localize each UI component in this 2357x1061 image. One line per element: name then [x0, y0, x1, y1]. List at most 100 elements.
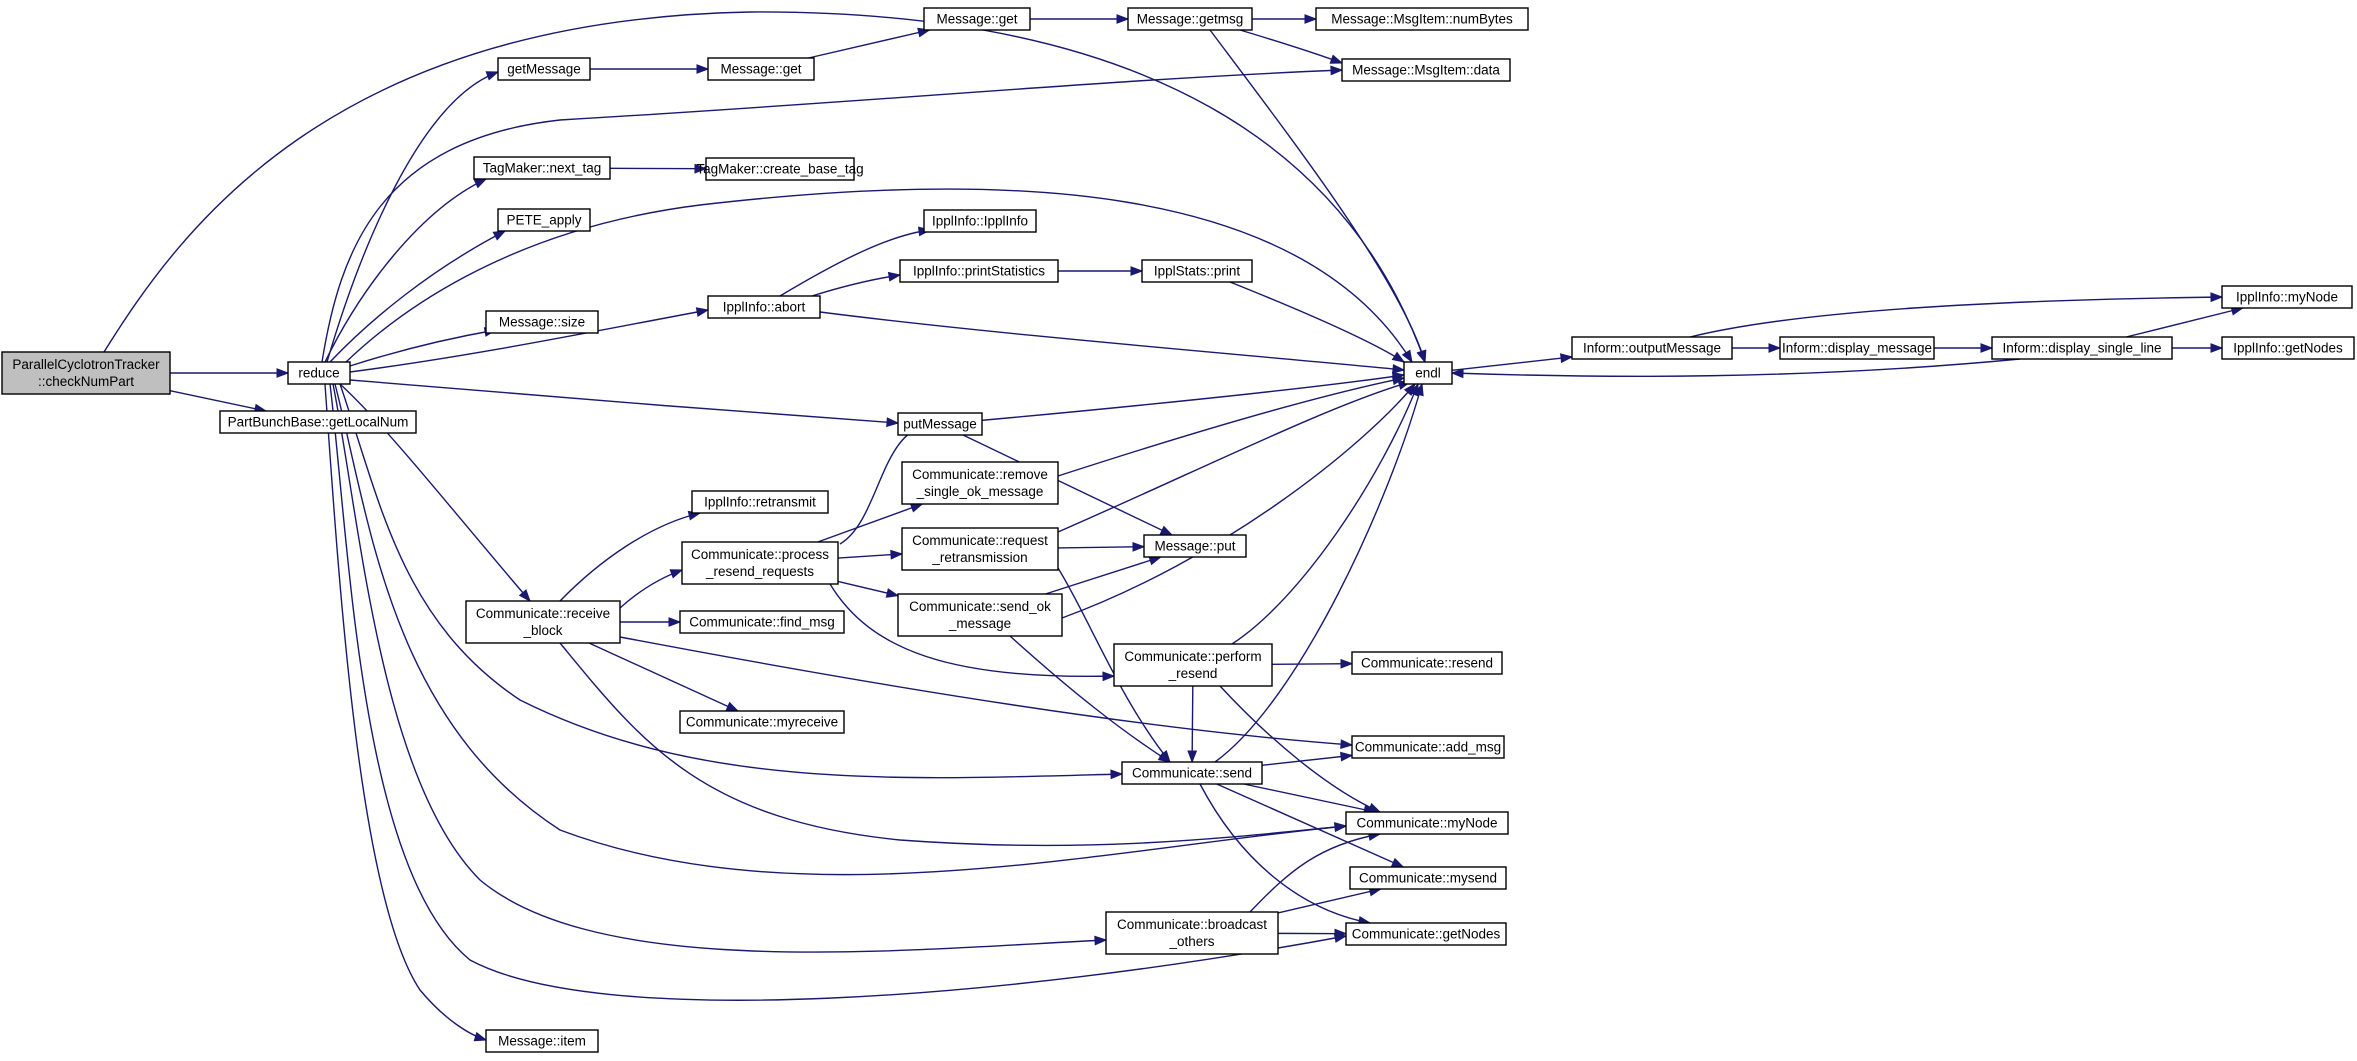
- node-reduce[interactable]: reduce: [287, 361, 351, 385]
- node-putMessage[interactable]: putMessage: [897, 412, 983, 436]
- node-getLocalNum[interactable]: PartBunchBase::getLocalNum: [219, 410, 417, 434]
- node-box: [465, 600, 621, 644]
- node-label: Communicate::perform: [1124, 649, 1261, 664]
- node-outMsg[interactable]: Inform::outputMessage: [1571, 336, 1733, 360]
- node-label: _message: [948, 616, 1011, 631]
- node-label: _resend: [1168, 666, 1218, 681]
- node-box: [1141, 259, 1253, 283]
- node-ipplMyNode[interactable]: IpplInfo::myNode: [2221, 285, 2353, 309]
- edge-procResend-to-perfResend: [829, 583, 1116, 682]
- arrowhead: [1110, 769, 1124, 780]
- node-reqRetr[interactable]: Communicate::request_retransmission: [901, 527, 1059, 571]
- node-recvBlock[interactable]: Communicate::receive_block: [465, 600, 621, 644]
- node-box: [1351, 651, 1503, 675]
- node-printStats[interactable]: IpplInfo::printStatistics: [899, 259, 1059, 283]
- node-commMyNode[interactable]: Communicate::myNode: [1345, 811, 1509, 835]
- node-commGetNodes[interactable]: Communicate::getNodes: [1345, 922, 1507, 946]
- node-label: IpplStats::print: [1154, 264, 1241, 279]
- node-msgData[interactable]: Message::MsgItem::data: [1341, 58, 1511, 82]
- node-label: Message::MsgItem::numBytes: [1331, 12, 1513, 27]
- node-getmsg[interactable]: Message::getmsg: [1127, 7, 1253, 31]
- node-label: Communicate::find_msg: [689, 615, 835, 630]
- node-createBase[interactable]: TagMaker::create_base_tag: [696, 157, 864, 181]
- arrowhead: [887, 271, 902, 282]
- arrowhead: [473, 1031, 488, 1042]
- node-bcast[interactable]: Communicate::broadcast_others: [1105, 911, 1279, 955]
- arrowhead: [1390, 857, 1405, 868]
- node-label: Message::getmsg: [1137, 12, 1244, 27]
- node-ipplInfoCtor[interactable]: IpplInfo::IpplInfo: [923, 209, 1037, 233]
- arrowhead: [1340, 739, 1354, 750]
- edge-getmsg-to-msgData: [1239, 29, 1344, 64]
- node-box: [705, 157, 855, 181]
- node-label: PartBunchBase::getLocalNum: [228, 415, 409, 430]
- node-box: [923, 7, 1031, 31]
- arrowhead: [1094, 935, 1108, 946]
- node-box: [897, 412, 983, 436]
- node-addMsg[interactable]: Communicate::add_msg: [1351, 735, 1505, 759]
- node-statsPrint[interactable]: IpplStats::print: [1141, 259, 1253, 283]
- node-dispLine[interactable]: Inform::display_single_line: [1991, 336, 2173, 360]
- node-retransmit[interactable]: IpplInfo::retransmit: [691, 490, 829, 514]
- node-resend[interactable]: Communicate::resend: [1351, 651, 1503, 675]
- arrowhead: [1130, 266, 1144, 276]
- node-label: reduce: [298, 366, 339, 381]
- arrowhead: [1340, 658, 1354, 669]
- node-msgGet2[interactable]: Message::get: [707, 57, 815, 81]
- node-dispMsg[interactable]: Inform::display_message: [1779, 336, 1935, 360]
- node-mySend[interactable]: Communicate::mysend: [1349, 866, 1507, 890]
- node-findMsg[interactable]: Communicate::find_msg: [679, 610, 845, 634]
- edge-reqRetr-to-msgPut: [1057, 541, 1146, 552]
- edge-procResend-to-reqRetr: [837, 549, 904, 560]
- edge-procResend-to-sendOk: [837, 580, 900, 598]
- node-label: Communicate::remove: [912, 467, 1048, 482]
- arrowhead: [1132, 541, 1146, 552]
- node-removeOk[interactable]: Communicate::remove_single_ok_message: [901, 461, 1059, 505]
- arrowhead: [473, 178, 488, 189]
- node-send[interactable]: Communicate::send: [1121, 761, 1263, 785]
- node-box: [1345, 922, 1507, 946]
- edge-msgGet2-to-msgGet1: [808, 27, 931, 59]
- node-procResend[interactable]: Communicate::process_resend_requests: [681, 541, 839, 585]
- node-nextTag[interactable]: TagMaker::next_tag: [473, 156, 611, 180]
- node-label: Message::size: [499, 315, 585, 330]
- node-abort[interactable]: IpplInfo::abort: [707, 295, 821, 319]
- arrowhead: [1340, 751, 1354, 762]
- edge-dispLine-to-endl: [1450, 358, 2021, 379]
- arrowhead: [1329, 54, 1344, 64]
- edge-endl-to-outMsg: [1451, 353, 1574, 372]
- edge-recvBlock-to-addMsg: [619, 636, 1354, 750]
- edge-root-to-getLocalNum: [169, 390, 268, 414]
- node-label: Communicate::getNodes: [1352, 927, 1501, 942]
- node-ipplGetNodes[interactable]: IpplInfo::getNodes: [2221, 336, 2355, 360]
- node-root[interactable]: ParallelCyclotronTracker::checkNumPart: [1, 351, 171, 395]
- node-box: [497, 208, 591, 232]
- edge-recvBlock-to-myRecv: [588, 642, 740, 712]
- node-box: [679, 610, 845, 634]
- edge-reduce-to-msgItem: [324, 383, 488, 1042]
- edge-getmsg-to-numBytes: [1252, 14, 1318, 24]
- node-getMessage[interactable]: getMessage: [497, 57, 591, 81]
- edge-reduce-to-commGetNodes: [329, 383, 1348, 1001]
- node-myRecv[interactable]: Communicate::myreceive: [679, 710, 845, 734]
- node-endl[interactable]: endl: [1403, 361, 1453, 385]
- node-label: Communicate::request: [912, 533, 1048, 548]
- node-msgPut[interactable]: Message::put: [1143, 534, 1247, 558]
- node-numBytes[interactable]: Message::MsgItem::numBytes: [1315, 7, 1529, 31]
- node-box: [1351, 735, 1505, 759]
- node-msgItem[interactable]: Message::item: [485, 1029, 599, 1053]
- node-label: getMessage: [507, 62, 581, 77]
- node-msgGet1[interactable]: Message::get: [923, 7, 1031, 31]
- arrowhead: [1391, 351, 1406, 363]
- node-pete[interactable]: PETE_apply: [497, 208, 591, 232]
- edge-send-to-mySend: [1216, 783, 1405, 868]
- edge-perfResend-to-send: [1187, 685, 1198, 764]
- node-perfResend[interactable]: Communicate::perform_resend: [1113, 643, 1273, 687]
- nodes-layer: ParallelCyclotronTracker::checkNumPart re…: [1, 7, 2355, 1053]
- node-box: [485, 1029, 599, 1053]
- node-msgSize[interactable]: Message::size: [485, 310, 599, 334]
- edge-dispMsg-to-dispLine: [1934, 343, 1994, 353]
- node-box: [679, 710, 845, 734]
- arrowhead: [1102, 671, 1116, 682]
- node-sendOk[interactable]: Communicate::send_ok_message: [897, 593, 1063, 637]
